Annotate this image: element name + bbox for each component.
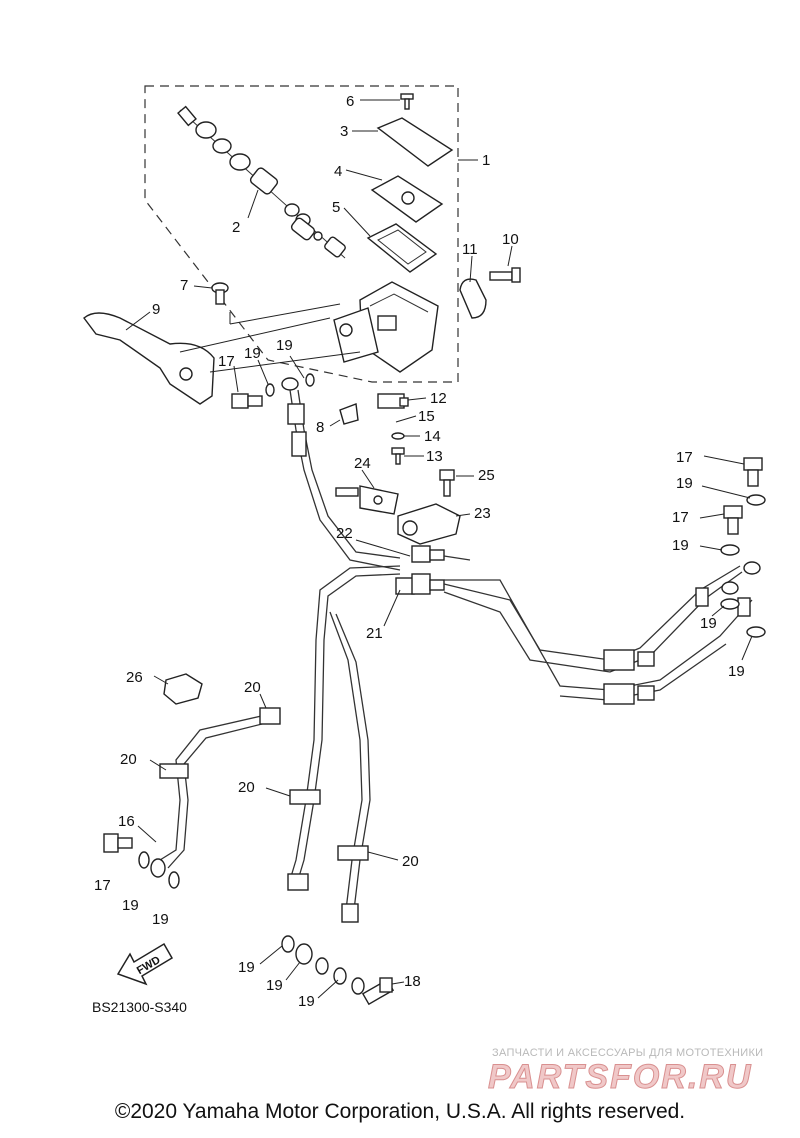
callout-16: 16: [118, 813, 135, 830]
washer-14: [391, 432, 405, 440]
callout-17-right-upper: 17: [676, 449, 693, 466]
callout-4: 4: [334, 163, 342, 180]
reservoir-cap: [376, 117, 454, 167]
diagram-code: BS21300-S340: [92, 999, 187, 1015]
callout-19-bottom-b: 19: [266, 977, 283, 994]
callout-9: 9: [152, 301, 160, 318]
callout-24: 24: [354, 455, 371, 472]
callout-20-d: 20: [402, 853, 419, 870]
brake-lever: [83, 312, 215, 405]
nut-8: [339, 403, 359, 425]
screw-13: [391, 447, 405, 465]
callout-26: 26: [126, 669, 143, 686]
leader-lines: [125, 99, 753, 999]
callout-8: 8: [316, 419, 324, 436]
hose-clip-20c: [289, 789, 321, 805]
callout-11: 11: [462, 241, 478, 258]
banjo-bolt-right-upper: [743, 457, 763, 487]
callout-12: 12: [430, 390, 447, 407]
copyright-notice: ©2020 Yamaha Motor Corporation, U.S.A. A…: [114, 1100, 686, 1123]
callout-19-right-b: 19: [672, 537, 689, 554]
watermark-tagline: ЗАПЧАСТИ И АКСЕССУАРЫ ДЛЯ МОТОТЕХНИКИ: [492, 1047, 763, 1059]
diaphragm: [366, 223, 438, 273]
watermark-logo: PARTSFOR.RU: [488, 1058, 752, 1096]
callout-19-left-b: 19: [152, 911, 169, 928]
callout-19-left-a: 19: [122, 897, 139, 914]
callout-7: 7: [180, 277, 188, 294]
callout-1: 1: [482, 152, 490, 169]
bolt-25: [439, 469, 455, 497]
hose-clip-20d: [337, 845, 369, 861]
callout-22: 22: [336, 525, 353, 542]
callout-2: 2: [232, 219, 240, 236]
screw-6: [400, 93, 414, 110]
callout-18: 18: [404, 973, 421, 990]
brake-switch: [377, 393, 409, 409]
callout-15: 15: [418, 408, 435, 425]
hose-clip-20a: [259, 707, 281, 725]
hose-clip-26: [163, 673, 203, 705]
hose-joint-22: [411, 545, 445, 563]
callout-23: 23: [474, 505, 491, 522]
bleed-bolt-18: [361, 977, 395, 1006]
banjo-bolt-right-lower: [723, 505, 743, 535]
callouts: 1 2 3 4 5 6 7 8 9 10 11 12 13 14 15 16 1…: [94, 93, 745, 1010]
fwd-label: FWD: [135, 954, 163, 977]
callout-20-c: 20: [238, 779, 255, 796]
banjo-bolt-top: [231, 393, 263, 409]
callout-19-right-d: 19: [728, 663, 745, 680]
handlebar-clamp: [459, 278, 487, 319]
piston-kit: [177, 105, 346, 259]
bolt-10: [489, 267, 521, 283]
callout-3: 3: [340, 123, 348, 140]
hose-joint-21: [395, 573, 445, 595]
banjo-bolt-bottom-left: [103, 833, 133, 853]
bracket-23: [397, 503, 461, 545]
master-cylinder-body: [333, 281, 439, 373]
callout-5: 5: [332, 199, 340, 216]
lower-brake-hose: [289, 565, 401, 881]
callout-20-b: 20: [120, 751, 137, 768]
hose-clip-20b: [159, 763, 189, 779]
bracket-24: [335, 485, 399, 515]
callout-10: 10: [502, 231, 519, 248]
callout-13: 13: [426, 448, 443, 465]
callout-20-a: 20: [244, 679, 261, 696]
callout-17-bottom-left: 17: [94, 877, 111, 894]
callout-19-bottom-a: 19: [238, 959, 255, 976]
callout-6: 6: [346, 93, 354, 110]
fwd-arrow-icon: FWD: [116, 942, 174, 986]
callout-14: 14: [424, 428, 441, 445]
callout-17-top: 17: [218, 353, 235, 370]
callout-17-right-lower: 17: [672, 509, 689, 526]
bolt-7: [211, 282, 229, 305]
callout-19-top-b: 19: [276, 337, 293, 354]
callout-25: 25: [478, 467, 495, 484]
callout-19-bottom-c: 19: [298, 993, 315, 1010]
assembly-boundary: [144, 85, 459, 383]
callout-19-right-c: 19: [700, 615, 717, 632]
callout-19-top-a: 19: [244, 345, 261, 362]
callout-19-right-a: 19: [676, 475, 693, 492]
callout-21: 21: [366, 625, 383, 642]
